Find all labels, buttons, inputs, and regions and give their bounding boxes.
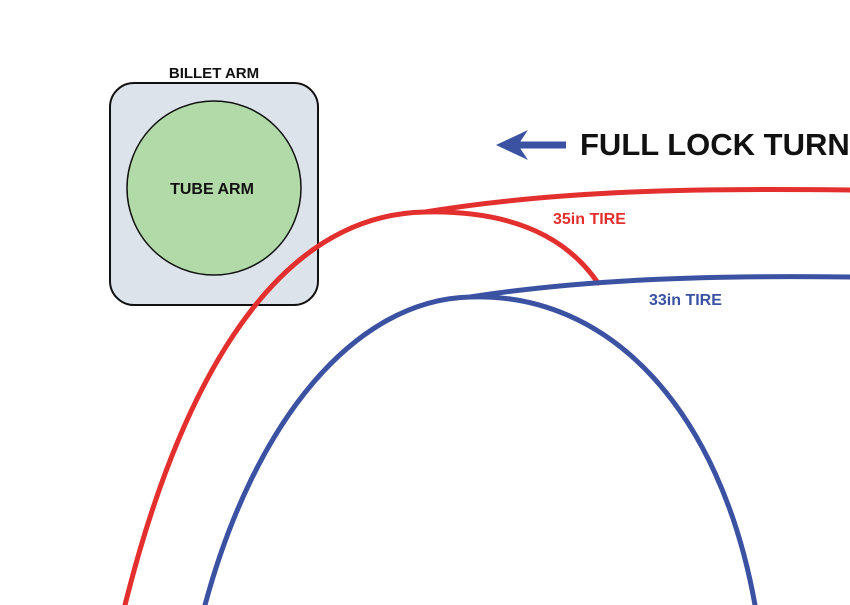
tube-arm-circle bbox=[126, 100, 302, 276]
tire-33-label: 33in TIRE bbox=[649, 292, 722, 309]
tire-33-path bbox=[202, 274, 850, 605]
tire-35-path bbox=[122, 186, 850, 605]
billet-arm-label: BILLET ARM bbox=[169, 65, 259, 82]
left-arrow-icon bbox=[496, 130, 566, 160]
tube-arm-label: TUBE ARM bbox=[170, 181, 254, 198]
tire-35-label: 35in TIRE bbox=[553, 211, 626, 228]
full-lock-turn-label: FULL LOCK TURN bbox=[580, 127, 850, 162]
